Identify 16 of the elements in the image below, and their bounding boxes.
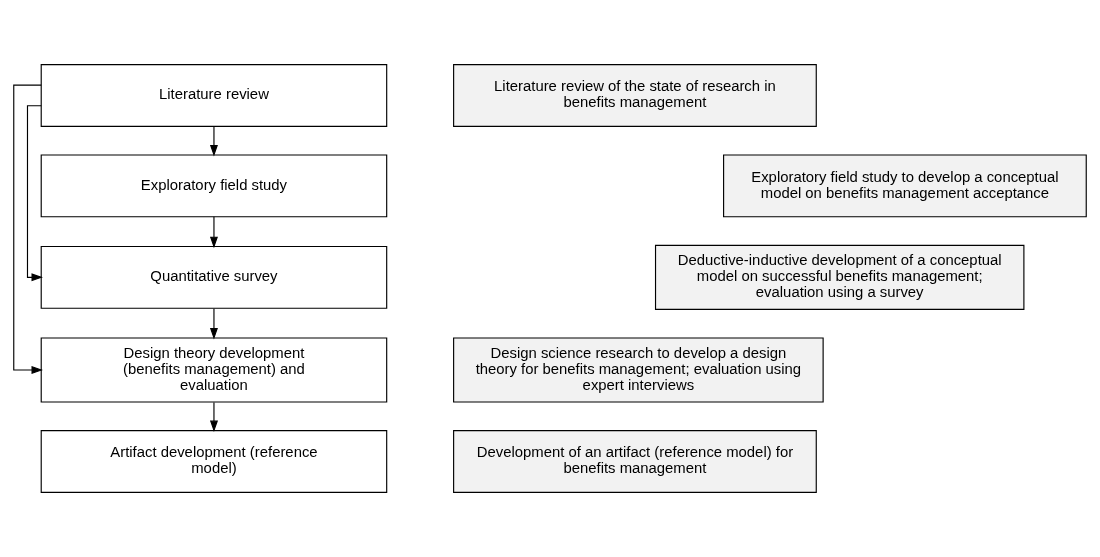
node-box: Quantitative survey xyxy=(40,245,388,309)
arrow xyxy=(209,216,218,249)
node-box: Design science research to develop a design theory for benefits management; evaluation using expert interviews xyxy=(453,337,824,403)
node-box: Development of an artifact (reference model) for benefits management xyxy=(453,430,817,493)
node-box: Deductive-inductive development of a conceptual model on successful benefits management; evaluation using a survey xyxy=(654,244,1025,310)
node-box: Literature review xyxy=(40,64,388,127)
arrow xyxy=(26,105,43,282)
node-box: Design theory development (benefits management) and evaluation xyxy=(40,337,388,403)
arrow xyxy=(13,84,43,375)
node-box: Exploratory field study to develop a conceptual model on benefits management acceptance xyxy=(723,154,1087,218)
arrow xyxy=(209,401,218,433)
node-box: Artifact development (reference model) xyxy=(40,430,388,493)
arrow xyxy=(209,308,218,340)
arrow xyxy=(209,126,218,157)
node-box: Exploratory field study xyxy=(40,154,388,218)
node-box: Literature review of the state of research in benefits management xyxy=(453,64,817,127)
